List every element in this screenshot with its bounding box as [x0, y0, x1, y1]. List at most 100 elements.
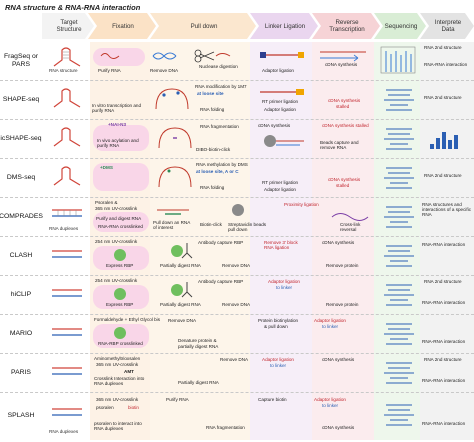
note-to-linker: to linker: [322, 324, 339, 329]
ligation-column-bg: [250, 42, 312, 440]
sequencing-reads-icon: [384, 245, 414, 267]
method-label: COMPRADES: [0, 212, 43, 220]
rna-folding-icon: [158, 166, 192, 188]
note-capture-biotin: Capture biotin: [258, 397, 287, 402]
note-crosslink-interaction: Crosslink Interaction into RNA duplexes: [94, 376, 145, 387]
row-divider: [0, 80, 474, 81]
method-label: DMS-seq: [6, 173, 36, 181]
note-rna-folding: RNA folding: [200, 185, 225, 190]
pulldown-column-bg: [150, 42, 250, 440]
cdna-synthesis-icon: [320, 51, 366, 62]
row-divider: [0, 392, 474, 393]
note-loose-site-ac: at loose site, A or C: [196, 169, 239, 174]
probe-icon: [157, 209, 189, 215]
note-to-linker: to linker: [276, 285, 293, 290]
note-rna-rna-interaction: RNA-RNA interaction: [422, 421, 466, 426]
note-beads-capture: Beads capture and remove RNA: [320, 140, 359, 151]
note-adaptor-ligation: Adaptor ligation: [264, 107, 296, 112]
row-divider: [0, 275, 474, 276]
note-biotin-click: Biotin-click: [200, 222, 222, 227]
note-dibo-biotin-click: DIBO-biotin-click: [196, 147, 231, 152]
antibody-icon: [171, 243, 193, 259]
note-structures-interactions: RNA structures and interactions of a spe…: [422, 202, 472, 218]
note-express-rbp: Express RBP: [106, 302, 134, 307]
note-amt: AMT: [124, 369, 134, 374]
note-rna-2nd-structure: RNA 2nd structure: [424, 95, 462, 100]
stage-interprete: Interprete Data: [420, 13, 474, 39]
interprete-column-bg: [420, 42, 474, 440]
note-rna-rna-interaction: RNA-RNA interaction: [424, 62, 468, 67]
note-rna-2nd-structure: RNA 2nd structure: [424, 357, 462, 362]
rbp-protein-icon: [114, 288, 126, 300]
note-proximity-ligation: Proximity ligation: [284, 202, 319, 207]
row-divider: [0, 119, 474, 120]
note-adaptor-ligation: Adaptor ligation: [268, 279, 300, 284]
method-row-splash: SPLASH RNA duplexes 365 nm UV-crosslink …: [0, 393, 474, 439]
nuclease-scissors-icon: [194, 49, 231, 63]
note-rna-fragmentation: RNA fragmentation: [206, 425, 245, 430]
crosslink-bubble: [93, 212, 149, 232]
note-psoralen: psoralen: [96, 405, 114, 410]
rna-folding-icon: [155, 88, 189, 110]
rna-folding-icon: [158, 127, 192, 149]
row-divider: [0, 236, 474, 237]
method-label: PARIS: [11, 368, 31, 376]
note-365nm: 365 nm UV-crosslink: [96, 362, 139, 367]
sequencing-column-bg: [374, 42, 420, 440]
note-loose-site: at loose site: [197, 91, 224, 96]
note-cdna-synthesis: cDNA synthesis: [325, 62, 358, 67]
note-rna-2nd-structure: RNA 2nd structure: [424, 173, 462, 178]
note-cdna-synthesis: cDNA synthesis: [322, 357, 355, 362]
note-nuclease: Nuclease digestion: [199, 64, 238, 69]
row-divider: [0, 353, 474, 354]
note-rna-2nd-structure: RNA 2nd structure: [424, 45, 462, 50]
method-row-clash: CLASH 254 nm UV-crosslink Express RBP An…: [0, 237, 474, 274]
note-aminomethyltrioxsalen: Aminomethyltrioxsalen: [94, 356, 141, 361]
rna-hairpin-icon: [53, 47, 81, 67]
stage-reverse-transcription: Reverse Transcription: [312, 13, 380, 39]
method-row-fragseq: FragSeq or PARS RNA structure Purify RNA…: [0, 42, 474, 79]
note-crosslink-reversal: Cross-link reversal: [340, 222, 361, 233]
sequencing-reads-icon: [384, 362, 414, 384]
note-remove-protein: Remove protein: [326, 263, 359, 268]
sequencing-flowcell-icon: [380, 46, 416, 74]
acylation-bubble: [93, 125, 149, 151]
note-in-vivo-acylation: In vivo acylation and purify RNA: [97, 138, 139, 149]
note-formaldehyde: Formaldehyde + Ethyl Glycol bis: [94, 317, 160, 322]
method-row-shape-seq: SHAPE-seq In vitro transcription and pur…: [0, 81, 474, 118]
note-1m7-modification: RNA modification by 1M7: [195, 84, 247, 89]
note-pull-down: & pull down: [264, 324, 288, 329]
note-dms-methylation: RNA methylation by DMS: [196, 162, 248, 167]
note-rna-rna-interaction: RNA-RNA interaction: [422, 300, 466, 305]
row-divider: [0, 197, 474, 198]
row-divider: [0, 314, 474, 315]
note-nai-n3: +NAI-N3: [108, 122, 126, 127]
method-label: hiCLIP: [10, 290, 32, 298]
stage-header: Target Structure Fixation Pull down Link…: [0, 13, 474, 41]
rna-duplex-icon: [52, 289, 82, 297]
note-adaptor-ligation: Adaptor ligation: [262, 357, 294, 362]
rna-duplex-icon: [52, 408, 82, 416]
stage-fixation: Fixation: [88, 13, 156, 39]
note-rt-primer-ligation: RT primer ligation: [262, 99, 299, 104]
target-label: RNA structure: [49, 68, 78, 73]
target-label: RNA duplexes: [49, 429, 79, 434]
note-remove-protein: Remove protein: [326, 302, 359, 307]
method-row-icshape-seq: icSHAPE-seq +NAI-N3 In vivo acylation an…: [0, 120, 474, 157]
note-to-linker: to linker: [322, 403, 339, 408]
method-label: SPLASH: [7, 412, 35, 419]
note-adaptor-ligation: Adaptor ligation: [314, 318, 346, 323]
note-rna-rbp-crosslinked: RNA-RBP crosslinked: [98, 341, 143, 346]
note-partially-digest: Partially digest RNA: [160, 263, 201, 268]
row-divider: [0, 158, 474, 159]
rna-hairpin-icon: [53, 127, 81, 147]
note-partially-digest: partially digest RNA: [178, 344, 219, 349]
note-rna-rna-interaction: RNA-RNA interaction: [422, 378, 466, 383]
note-psoralen: Psoralen &: [95, 200, 118, 205]
note-rna-fragmentation: RNA fragmentation: [200, 124, 239, 129]
note-dms: +DMS: [100, 165, 113, 170]
rbp-protein-icon: [114, 249, 126, 261]
rna-hairpin-icon: [53, 166, 81, 186]
method-row-hiclip: hiCLIP 254 nm UV-crosslink Express RBP A…: [0, 276, 474, 313]
note-rna-rna-interaction: RNA-RNA interaction: [422, 339, 466, 344]
